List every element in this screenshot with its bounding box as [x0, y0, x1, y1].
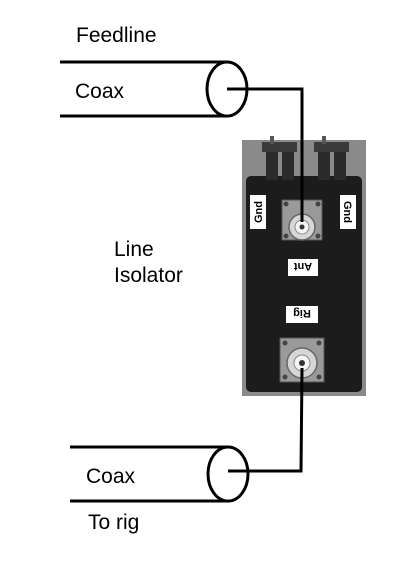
- coax-label-bottom: Coax: [86, 465, 136, 488]
- wire-to-rig: [228, 367, 304, 473]
- gnd-tag-left: Gnd: [250, 195, 266, 229]
- device-body: [246, 176, 362, 392]
- ant-label: Ant: [294, 260, 313, 272]
- bottom-coax-cable: [70, 445, 250, 503]
- bottom-coax-end: [206, 445, 250, 503]
- rig-label: Rig: [293, 307, 311, 319]
- feedline-label: Feedline: [76, 24, 157, 47]
- gnd-label-right: Gnd: [341, 201, 353, 223]
- to-rig-label: To rig: [88, 511, 139, 534]
- gnd-binding-post-left: [262, 136, 297, 180]
- line-isolator-device: Gnd Gnd Ant Rig: [242, 136, 366, 396]
- wire-to-ant: [227, 87, 304, 222]
- ant-tag: Ant: [288, 259, 318, 276]
- device-label-line: Line: [114, 238, 154, 261]
- gnd-label-left: Gnd: [253, 201, 265, 223]
- coax-label-top: Coax: [75, 80, 125, 103]
- rig-tag: Rig: [286, 306, 318, 323]
- gnd-tag-right: Gnd: [340, 195, 356, 229]
- gnd-binding-post-right: [314, 136, 349, 180]
- device-label-isolator: Isolator: [114, 264, 183, 287]
